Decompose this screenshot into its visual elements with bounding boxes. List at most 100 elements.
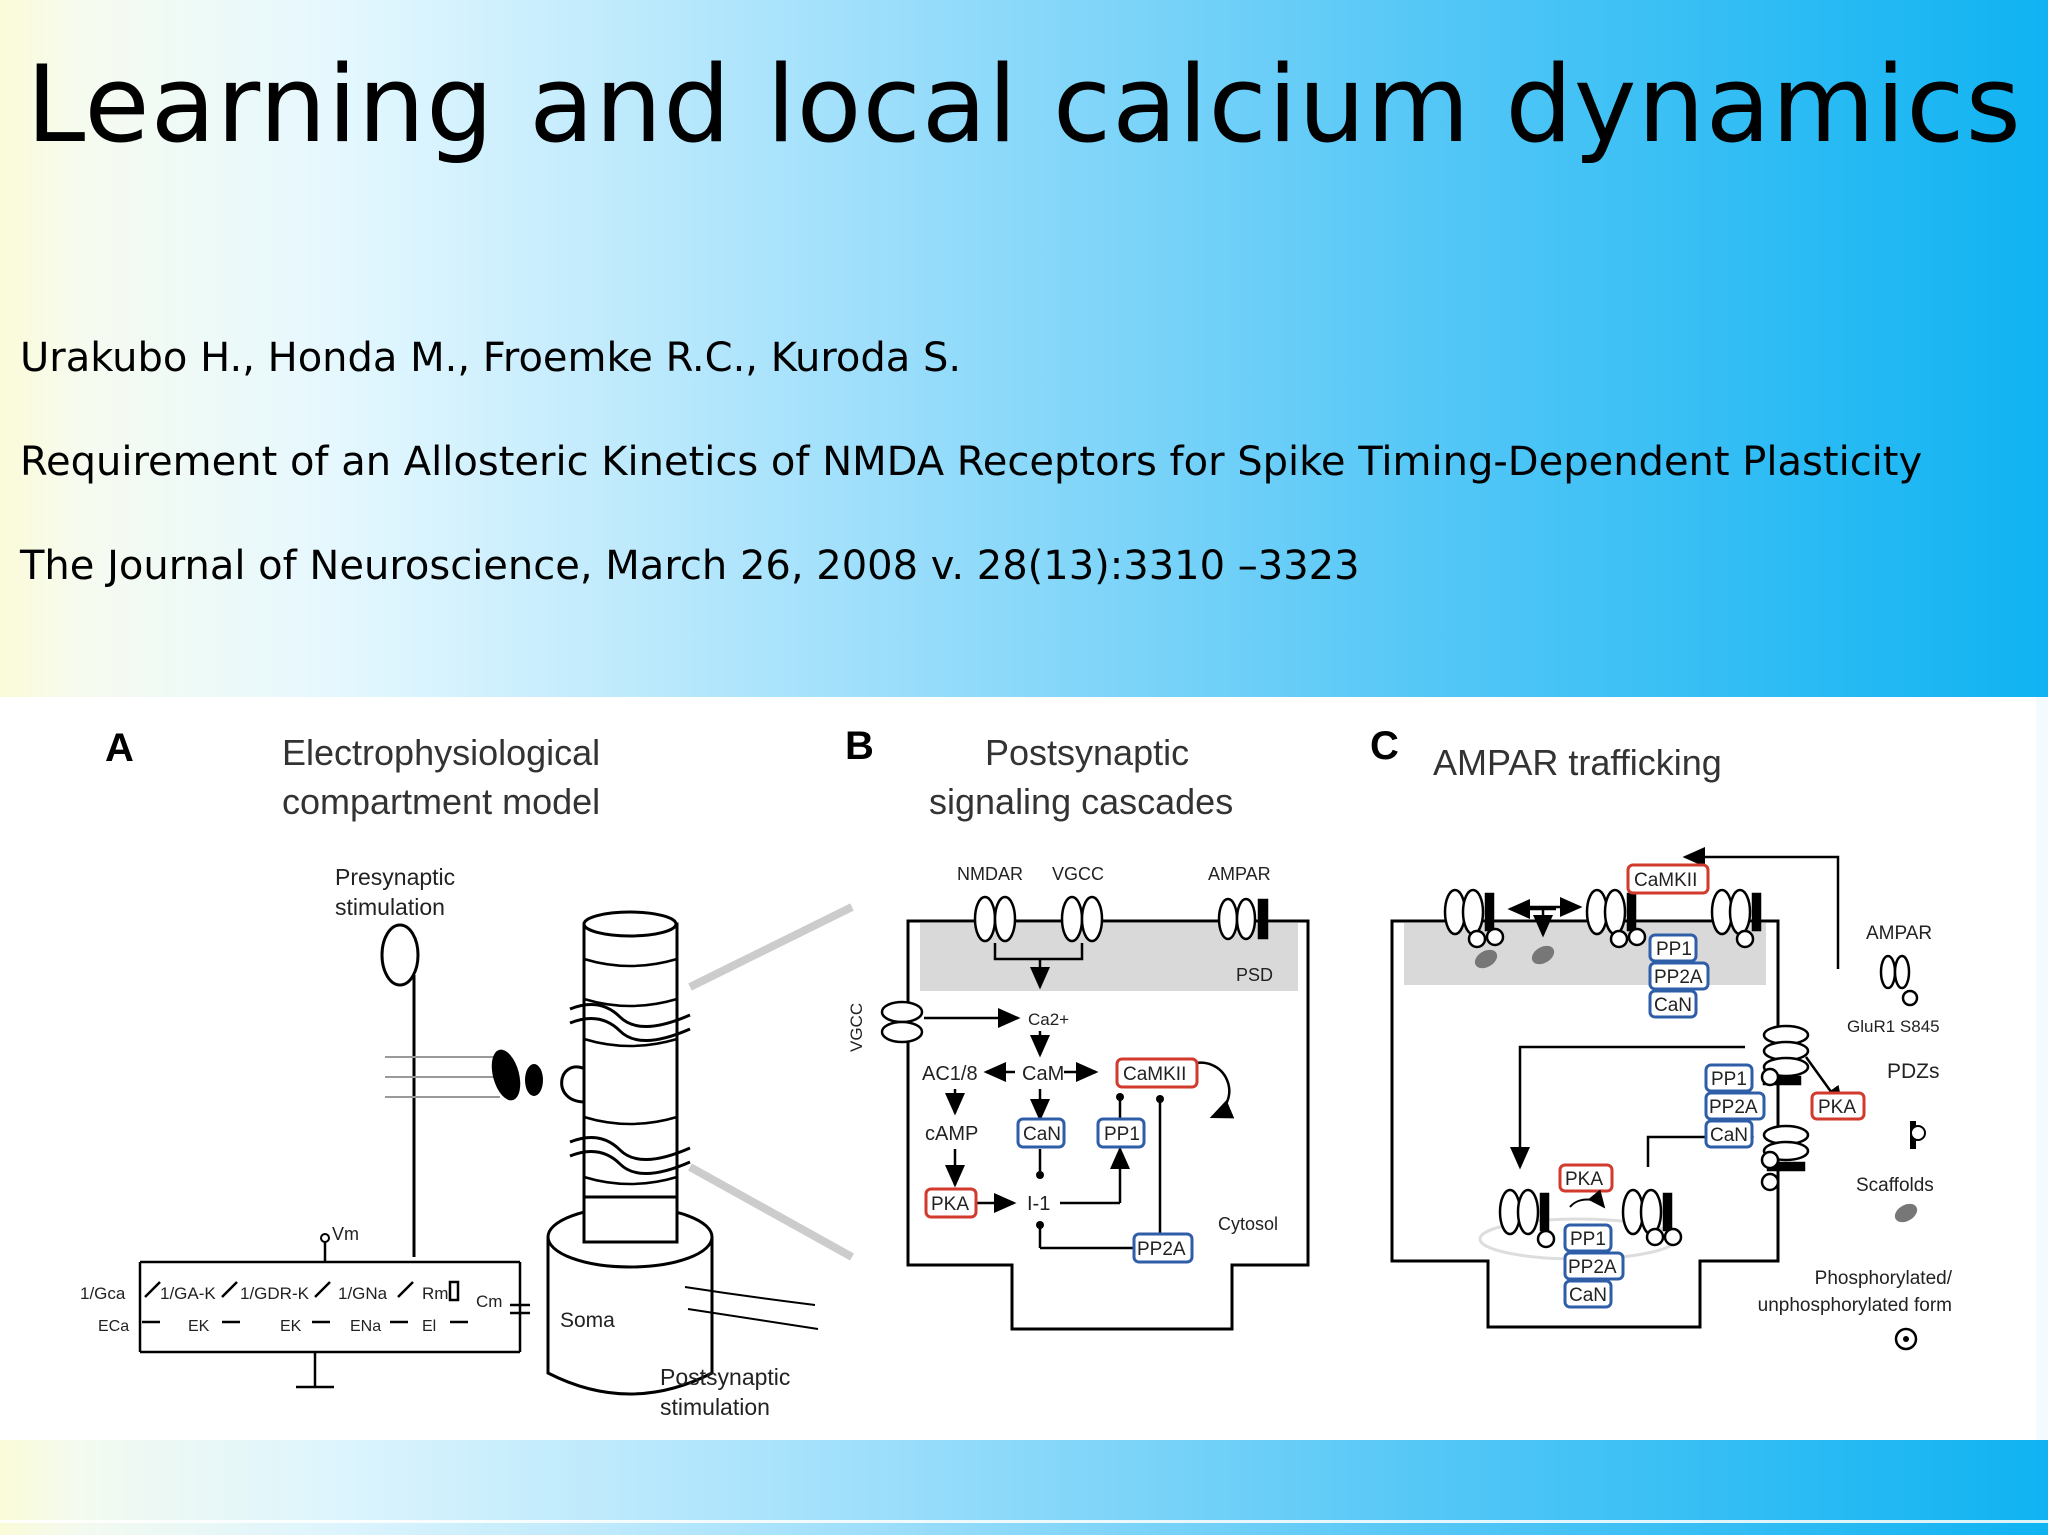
ampar-recycling-left <box>1498 1188 1556 1249</box>
spine-head <box>560 1065 586 1104</box>
soma-label: Soma <box>560 1309 615 1332</box>
cm-label: Cm <box>476 1292 502 1311</box>
ca-label: Ca2+ <box>1028 1010 1069 1029</box>
pka-label-c1: PKA <box>1818 1097 1856 1118</box>
slide-title: Learning and local calcium dynamics <box>26 43 2022 166</box>
pp2a-box-c1 <box>1648 961 1710 991</box>
cam-label: CaM <box>1022 1063 1064 1085</box>
camkii-box-c <box>1626 863 1710 895</box>
pka-label-c2: PKA <box>1565 1169 1603 1190</box>
citation: The Journal of Neuroscience, March 26, 2… <box>20 543 1360 589</box>
el-label: El <box>422 1318 436 1335</box>
vesicle-1 <box>491 1049 521 1101</box>
panel-c-letter: C <box>1370 724 1399 768</box>
rm-label: Rm <box>422 1284 448 1303</box>
vm-label: Vm <box>332 1224 359 1244</box>
panel-b: B Postsynaptic signaling cascades NMDAR … <box>845 724 1310 1331</box>
nmdar-label: NMDAR <box>957 864 1023 884</box>
ampar-endosome-lower <box>1760 1124 1810 1192</box>
pp1-box-b <box>1096 1117 1146 1149</box>
i1-label: I-1 <box>1027 1193 1050 1215</box>
vgcc-top-channel <box>1060 895 1104 943</box>
presynaptic-label-line1: Presynaptic <box>335 864 455 890</box>
pp1-label-b: PP1 <box>1104 1124 1140 1145</box>
ampar-endosome-upper <box>1760 1024 1810 1087</box>
nmdar-channel <box>973 895 1017 943</box>
title-background <box>0 0 2048 697</box>
panel-c-title: AMPAR trafficking <box>1433 742 1722 783</box>
ampar-psd-1 <box>1443 888 1505 949</box>
soma-cylinder <box>546 1195 714 1396</box>
footer-band <box>0 1440 2048 1535</box>
pp1-label-c1: PP1 <box>1656 939 1692 960</box>
can-label-c1: CaN <box>1654 995 1692 1016</box>
pp2a-label-c2: PP2A <box>1709 1097 1758 1118</box>
legend-ampar-icon <box>1879 954 1919 1007</box>
can-box-c1 <box>1648 989 1698 1019</box>
pp2a-label-c3: PP2A <box>1568 1257 1617 1278</box>
pp1-box-c3 <box>1563 1223 1613 1253</box>
presynaptic-label-line2: stimulation <box>335 894 445 920</box>
legend-phospho-line1: Phosphorylated/ <box>1815 1268 1953 1289</box>
vgcc-side-channel <box>880 1000 924 1044</box>
can-label-c2: CaN <box>1710 1125 1748 1146</box>
panel-b-letter: B <box>845 724 874 768</box>
can-label-c3: CaN <box>1569 1285 1607 1306</box>
ampar-channel-b <box>1217 897 1269 941</box>
gna-label: 1/GNa <box>338 1284 388 1303</box>
pp1-label-c3: PP1 <box>1570 1229 1606 1250</box>
pka-box-c2 <box>1558 1163 1614 1193</box>
eca-label: ECa <box>98 1318 129 1335</box>
panel-b-title-line1: Postsynaptic <box>985 732 1189 773</box>
ek-label-2: EK <box>280 1318 302 1335</box>
electrode-loop <box>380 923 420 987</box>
pp2a-box-c3 <box>1563 1251 1625 1281</box>
ampar-psd-2 <box>1585 888 1647 949</box>
camkii-label-b: CaMKII <box>1123 1064 1186 1085</box>
figure-diagram: A Electrophysiological compartment model… <box>80 724 1953 1420</box>
legend-scaffolds-label: Scaffolds <box>1856 1175 1934 1196</box>
footer-divider <box>0 1520 2048 1523</box>
can-box-c3 <box>1563 1279 1613 1309</box>
legend-glur-label: GluR1 S845 <box>1847 1017 1940 1036</box>
pp1-label-c2: PP1 <box>1711 1069 1747 1090</box>
vm-node <box>320 1233 330 1243</box>
pp1-box-c2 <box>1704 1063 1754 1093</box>
camkii-label-c: CaMKII <box>1634 870 1697 891</box>
vesicle-2 <box>525 1064 543 1096</box>
panel-a: A Electrophysiological compartment model… <box>80 726 854 1420</box>
can-box-c2 <box>1704 1119 1754 1149</box>
ek-label-1: EK <box>188 1318 210 1335</box>
pp2a-label-b: PP2A <box>1137 1239 1186 1260</box>
can-box-b <box>1016 1117 1066 1149</box>
camkii-box-b <box>1115 1057 1199 1089</box>
ena-label: ENa <box>350 1318 381 1335</box>
paper-title: Requirement of an Allosteric Kinetics of… <box>20 439 1923 485</box>
legend-scaffold-icon <box>1894 1203 1918 1223</box>
pka-box-b <box>924 1187 978 1219</box>
ampar-label-b: AMPAR <box>1208 864 1271 884</box>
figure-panel: A Electrophysiological compartment model… <box>0 697 2036 1440</box>
psd-label: PSD <box>1236 965 1273 985</box>
panel-a-letter: A <box>105 726 134 770</box>
can-label-b: CaN <box>1023 1124 1061 1145</box>
pp2a-box-c2 <box>1704 1091 1766 1121</box>
gca-label: 1/Gca <box>80 1284 126 1303</box>
authors: Urakubo H., Honda M., Froemke R.C., Kuro… <box>20 335 962 381</box>
panel-b-title-line2: signaling cascades <box>929 781 1233 822</box>
ampar-psd-3 <box>1710 888 1762 949</box>
pp1-box-c1 <box>1648 933 1698 963</box>
vgcc-top-label: VGCC <box>1052 864 1104 884</box>
postsynaptic-label-line2: stimulation <box>660 1394 770 1420</box>
legend-phospho-line2: unphosphorylated form <box>1758 1295 1952 1316</box>
vgcc-side-label: VGCC <box>847 1003 866 1052</box>
gdrk-label: 1/GDR-K <box>240 1284 310 1303</box>
panel-a-title-line2: compartment model <box>282 781 600 822</box>
ampar-recycling-right <box>1621 1188 1683 1247</box>
panel-c: C AMPAR trafficking <box>1370 724 1953 1351</box>
panel-a-title-line1: Electrophysiological <box>282 732 600 773</box>
legend-pdz-label: PDZs <box>1887 1060 1940 1083</box>
cytosol-label: Cytosol <box>1218 1214 1278 1234</box>
camp-label: cAMP <box>925 1123 978 1145</box>
legend-ampar-label: AMPAR <box>1866 923 1932 944</box>
